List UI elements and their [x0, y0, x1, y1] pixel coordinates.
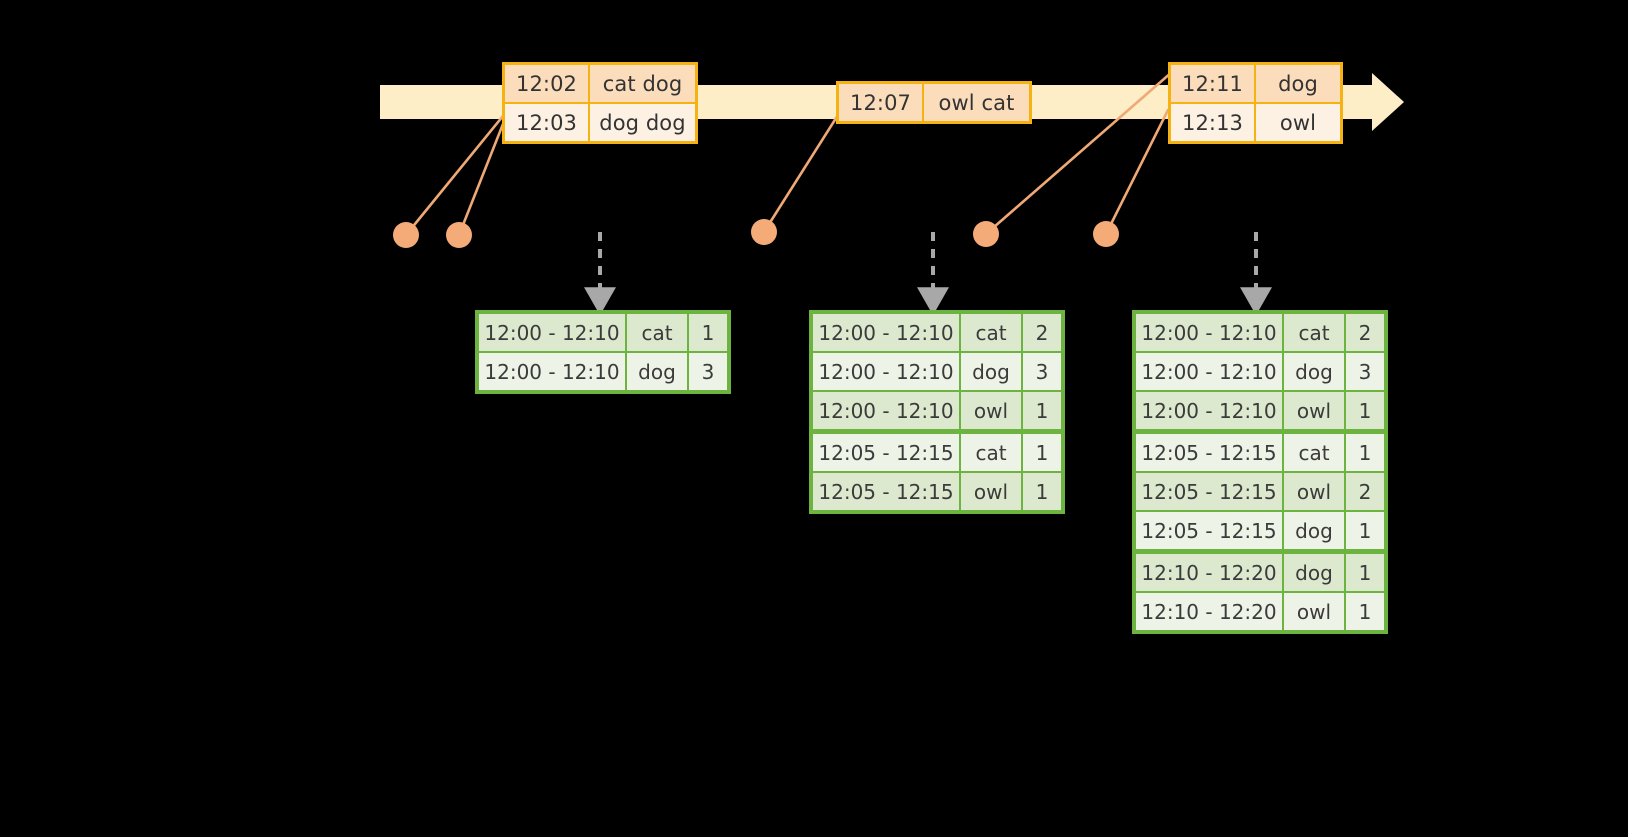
event-words: owl cat [924, 84, 1029, 121]
event-time: 12:07 [839, 84, 924, 121]
event-dot-4 [973, 221, 999, 247]
event-dot-1 [393, 222, 419, 248]
window-cell: 12:05 - 12:15 [813, 473, 961, 510]
window-cell: 12:05 - 12:15 [813, 434, 961, 471]
word-cell: cat [961, 314, 1023, 351]
window-cell: 12:05 - 12:15 [1136, 512, 1284, 549]
count-cell: 1 [1023, 434, 1061, 471]
connector-line-5 [1104, 108, 1170, 236]
count-cell: 3 [1346, 353, 1384, 390]
window-cell: 12:00 - 12:10 [479, 353, 627, 390]
count-cell: 1 [1346, 593, 1384, 630]
count-cell: 2 [1346, 314, 1384, 351]
count-cell: 1 [1346, 554, 1384, 591]
count-cell: 1 [1023, 392, 1061, 429]
word-cell: dog [1284, 554, 1346, 591]
event-time: 12:11 [1171, 65, 1256, 102]
count-cell: 2 [1023, 314, 1061, 351]
event-dot-2 [446, 222, 472, 248]
count-cell: 1 [1346, 512, 1384, 549]
word-cell: owl [961, 392, 1023, 429]
event-words: owl [1256, 104, 1340, 141]
count-cell: 3 [689, 353, 727, 390]
word-cell: dog [1284, 512, 1346, 549]
event-time: 12:13 [1171, 104, 1256, 141]
event-time: 12:03 [505, 104, 590, 141]
word-cell: cat [1284, 434, 1346, 471]
word-cell: owl [1284, 473, 1346, 510]
count-cell: 1 [1023, 473, 1061, 510]
event-dot-3 [751, 219, 777, 245]
word-cell: dog [1284, 353, 1346, 390]
event-words: dog dog [590, 104, 695, 141]
word-cell: cat [1284, 314, 1346, 351]
count-cell: 2 [1346, 473, 1384, 510]
word-cell: dog [961, 353, 1023, 390]
window-cell: 12:00 - 12:10 [813, 353, 961, 390]
event-words: dog [1256, 65, 1340, 102]
word-cell: dog [627, 353, 689, 390]
word-cell: owl [1284, 593, 1346, 630]
window-cell: 12:10 - 12:20 [1136, 554, 1284, 591]
connector-line-3 [762, 113, 840, 234]
word-cell: owl [961, 473, 1023, 510]
word-cell: cat [961, 434, 1023, 471]
window-cell: 12:00 - 12:10 [1136, 392, 1284, 429]
connector-line-1 [404, 98, 518, 237]
window-cell: 12:00 - 12:10 [1136, 314, 1284, 351]
window-cell: 12:05 - 12:15 [1136, 473, 1284, 510]
event-words: cat dog [590, 65, 695, 102]
event-dot-5 [1093, 221, 1119, 247]
word-cell: owl [1284, 392, 1346, 429]
count-cell: 1 [1346, 392, 1384, 429]
window-cell: 12:00 - 12:10 [1136, 353, 1284, 390]
event-time: 12:02 [505, 65, 590, 102]
emit-arrows [584, 232, 1272, 316]
count-cell: 1 [689, 314, 727, 351]
window-cell: 12:05 - 12:15 [1136, 434, 1284, 471]
count-cell: 1 [1346, 434, 1384, 471]
window-cell: 12:10 - 12:20 [1136, 593, 1284, 630]
event-dots [393, 219, 1119, 248]
count-cell: 3 [1023, 353, 1061, 390]
window-cell: 12:00 - 12:10 [813, 392, 961, 429]
window-cell: 12:00 - 12:10 [479, 314, 627, 351]
connector-line-2 [457, 122, 505, 237]
word-cell: cat [627, 314, 689, 351]
window-cell: 12:00 - 12:10 [813, 314, 961, 351]
